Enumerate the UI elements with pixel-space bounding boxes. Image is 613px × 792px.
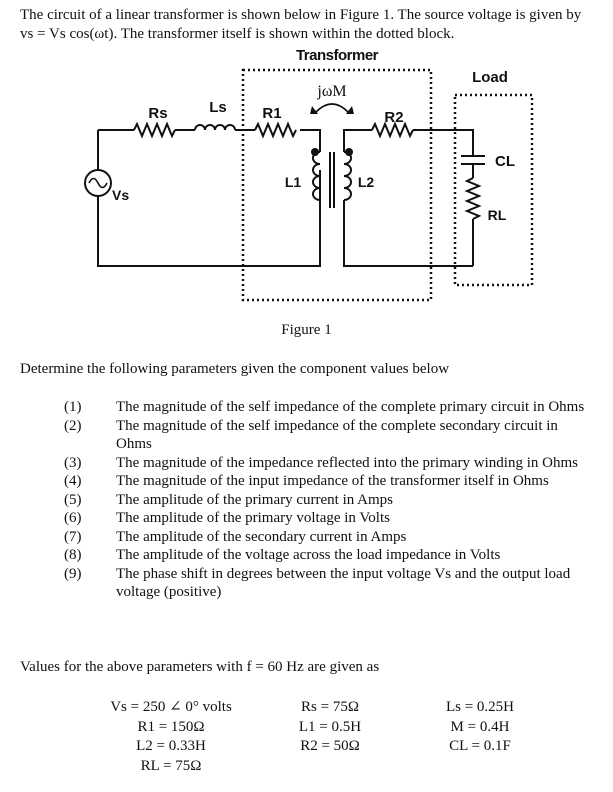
figure-caption: Figure 1	[281, 322, 332, 338]
intro-paragraph: The circuit of a linear transformer is s…	[20, 7, 582, 42]
item-number: (3)	[64, 454, 82, 471]
values-column-1: Vs = 250 ∠ 0° volts R1 = 150Ω L2 = 0.33H…	[96, 698, 246, 776]
item-number: (5)	[64, 491, 82, 508]
item-number: (8)	[64, 547, 82, 563]
item-text: The magnitude of the self impedance of t…	[116, 417, 558, 453]
secondary-top-wire	[343, 129, 372, 152]
values-column-3: Ls = 0.25H M = 0.4H CL = 0.1F	[425, 698, 535, 757]
r1-resistor	[254, 121, 297, 139]
value-rl: RL = 75Ω	[140, 757, 202, 774]
primary-left-wire-lower	[97, 170, 321, 267]
item-number: (2)	[64, 417, 82, 434]
cl-capacitor	[461, 155, 485, 165]
l1-inductor	[312, 151, 321, 201]
value-ls: Ls = 0.25H	[445, 699, 515, 715]
value-m: M = 0.4H	[450, 718, 510, 735]
r1-label: R1	[262, 105, 281, 122]
item-number: (7)	[64, 528, 82, 545]
l1-label: L1	[285, 174, 302, 190]
values-column-2: Rs = 75Ω L1 = 0.5H R2 = 50Ω	[280, 698, 380, 757]
list-item: (6) The amplitude of the primary voltage …	[0, 509, 613, 528]
load-label: Load	[472, 69, 508, 86]
value-l1: L1 = 0.5H	[298, 718, 362, 735]
transformer-label: Transformer	[296, 47, 379, 64]
list-item: (4) The magnitude of the input impedance …	[0, 472, 613, 491]
cl-label: CL	[495, 153, 515, 170]
item-text: The magnitude of the self impedance of t…	[116, 399, 585, 415]
value-r1: R1 = 150Ω	[137, 718, 205, 735]
l1-polarity-dot	[311, 148, 319, 156]
transformer-core	[329, 152, 335, 208]
rl-resistor	[464, 177, 482, 220]
rs-resistor	[133, 121, 176, 139]
value-cl: CL = 0.1F	[449, 738, 511, 754]
list-item: (3) The magnitude of the impedance reflec…	[0, 454, 613, 473]
l2-label: L2	[358, 174, 375, 190]
item-number: (1)	[64, 399, 82, 415]
list-item: (1) The magnitude of the self impedance o…	[0, 398, 613, 417]
list-item: (2) The magnitude of the self impedance o…	[0, 417, 613, 454]
item-number: (6)	[64, 510, 82, 526]
list-item: (8) The amplitude of the voltage across t…	[0, 546, 613, 565]
mutual-arrow	[315, 103, 349, 113]
r2-resistor	[371, 121, 414, 139]
l2-inductor	[343, 151, 352, 201]
rl-label: RL	[488, 207, 507, 223]
r2-label: R2	[384, 109, 403, 126]
value-l2: L2 = 0.33H	[136, 738, 206, 754]
values-intro: Values for the above parameters with f =…	[20, 659, 380, 675]
l2-polarity-dot	[345, 148, 353, 156]
sine-icon	[88, 177, 108, 189]
list-item: (5) The amplitude of the primary current …	[0, 491, 613, 510]
item-number: (9)	[64, 565, 82, 582]
item-text: The amplitude of the voltage across the …	[116, 547, 501, 563]
load-boundary	[453, 93, 534, 287]
ls-inductor	[194, 124, 236, 131]
item-text: The magnitude of the impedance reflected…	[116, 454, 578, 471]
item-text: The amplitude of the primary current in …	[116, 491, 394, 508]
item-number: (4)	[64, 473, 82, 489]
transformer-boundary	[241, 68, 433, 302]
item-text: The magnitude of the input impedance of …	[116, 473, 549, 489]
circuit-figure: Transformer Load jωM Rs Ls R1 R2 L1 L2 C…	[84, 47, 534, 302]
list-item: (9) The phase shift in degrees between th…	[0, 565, 613, 602]
source-circle	[84, 169, 112, 197]
value-vs: Vs = 250 ∠ 0° volts	[110, 699, 232, 715]
item-text: The amplitude of the primary voltage in …	[116, 510, 390, 526]
prompt-text: Determine the following parameters given…	[20, 361, 450, 377]
vs-label: Vs	[112, 187, 129, 203]
primary-inner-wire	[300, 129, 321, 152]
item-text: The amplitude of the secondary current i…	[116, 528, 407, 545]
value-rs: Rs = 75Ω	[301, 699, 359, 715]
mutual-label: jωM	[316, 83, 346, 100]
item-text: The phase shift in degrees between the i…	[116, 565, 571, 601]
rs-label: Rs	[148, 105, 167, 122]
list-item: (7) The amplitude of the secondary curren…	[0, 528, 613, 547]
ls-label: Ls	[209, 99, 227, 116]
value-r2: R2 = 50Ω	[300, 738, 360, 754]
question-list: (1) The magnitude of the self impedance o…	[0, 398, 613, 602]
